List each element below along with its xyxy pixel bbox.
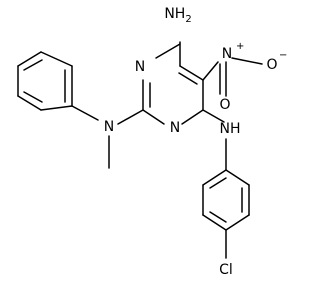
bond-ph1-e bbox=[40, 51, 73, 67]
amino-label: NH2 bbox=[164, 6, 191, 25]
bond-ph1-a bbox=[40, 105, 73, 111]
nitro-plus-label: + bbox=[236, 41, 244, 52]
bond-ph2-f bbox=[225, 169, 250, 186]
amine-n-left-label: N bbox=[104, 119, 114, 135]
bond-c2-nme bbox=[117, 109, 144, 125]
nitro-o-down-label: O bbox=[219, 97, 230, 113]
bond-c6-nh bbox=[202, 109, 225, 123]
bond-c5-nitro bbox=[202, 61, 219, 81]
bond-ph2-a-inner bbox=[209, 177, 227, 189]
bond-c5-c4 bbox=[179, 65, 204, 81]
nitro-o-right-minus-label: − bbox=[279, 50, 287, 61]
bond-ph2-c bbox=[202, 214, 227, 231]
atom-labels: NH2 N N N + O − O N NH Cl bbox=[104, 6, 288, 278]
bond-ph1-d-inner bbox=[23, 59, 43, 71]
nitro-n-label: N bbox=[222, 46, 232, 62]
bond-ph2-c-inner bbox=[209, 211, 227, 223]
bond-nitro-o-right bbox=[231, 57, 263, 65]
bond-c2-n1 bbox=[142, 109, 165, 125]
bond-c5-c4-inner bbox=[178, 72, 198, 85]
bond-ph1-b bbox=[17, 95, 42, 111]
bond-c4-n3 bbox=[155, 43, 181, 59]
bond-n1-c6 bbox=[181, 109, 204, 125]
bond-ph1-b-inner bbox=[23, 91, 43, 103]
bond-ph2-d bbox=[225, 214, 250, 231]
ring-n-top-label: N bbox=[135, 59, 145, 75]
chloro-label: Cl bbox=[219, 262, 233, 278]
ring-n-bottom-label: N bbox=[170, 120, 180, 136]
bond-lines bbox=[17, 41, 263, 259]
molecule-diagram: NH2 N N N + O − O N NH Cl bbox=[17, 6, 288, 278]
bond-ph2-a bbox=[202, 169, 227, 186]
bond-ph1-d bbox=[17, 51, 42, 67]
amine-nh-label: NH bbox=[220, 121, 241, 137]
nitro-o-right-label: O bbox=[266, 57, 277, 73]
bond-nme-phenyl bbox=[71, 105, 99, 121]
